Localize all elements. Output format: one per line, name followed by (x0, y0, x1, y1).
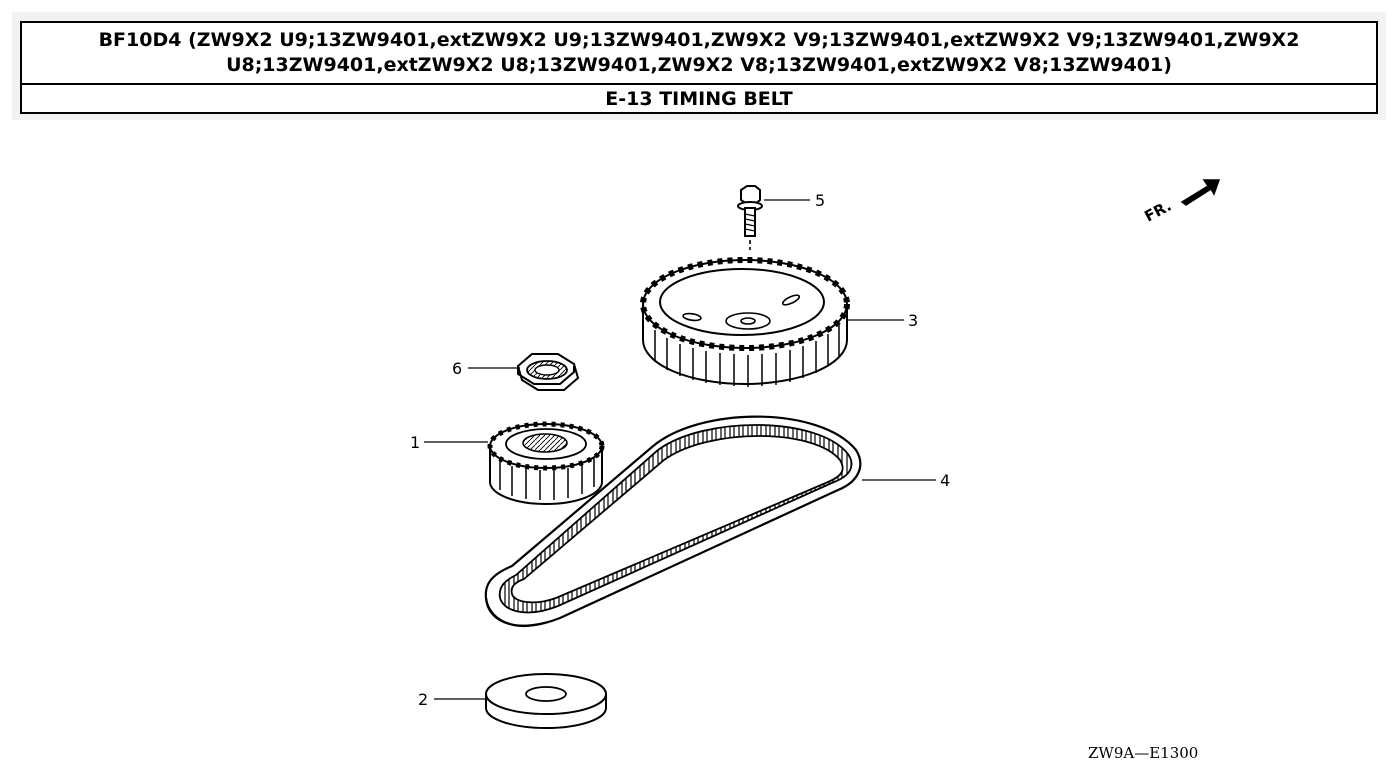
front-arrow-icon (1180, 179, 1221, 206)
washer-part-2[interactable] (485, 673, 607, 729)
diagram-header: BF10D4 (ZW9X2 U9;13ZW9401,extZW9X2 U9;13… (12, 12, 1386, 120)
drive-pulley-part-1[interactable] (487, 421, 605, 505)
callout-2: 2 (418, 690, 428, 709)
callout-1: 1 (410, 433, 420, 452)
timing-belt-part-4[interactable] (484, 415, 862, 627)
section-title: E-13 TIMING BELT (20, 83, 1378, 114)
lock-nut-part-6[interactable] (516, 353, 580, 391)
callout-6: 6 (452, 359, 462, 378)
callout-4: 4 (940, 471, 950, 490)
bolt-part-5[interactable] (737, 185, 763, 250)
model-title: BF10D4 (ZW9X2 U9;13ZW9401,extZW9X2 U9;13… (20, 21, 1378, 85)
callout-5: 5 (815, 191, 825, 210)
front-direction-label: FR. (1141, 197, 1174, 226)
front-direction-indicator: FR. (1141, 179, 1221, 226)
callout-3: 3 (908, 311, 918, 330)
driven-pulley-part-3[interactable] (640, 257, 850, 387)
drawing-code: ZW9A—E1300 (1088, 744, 1198, 762)
